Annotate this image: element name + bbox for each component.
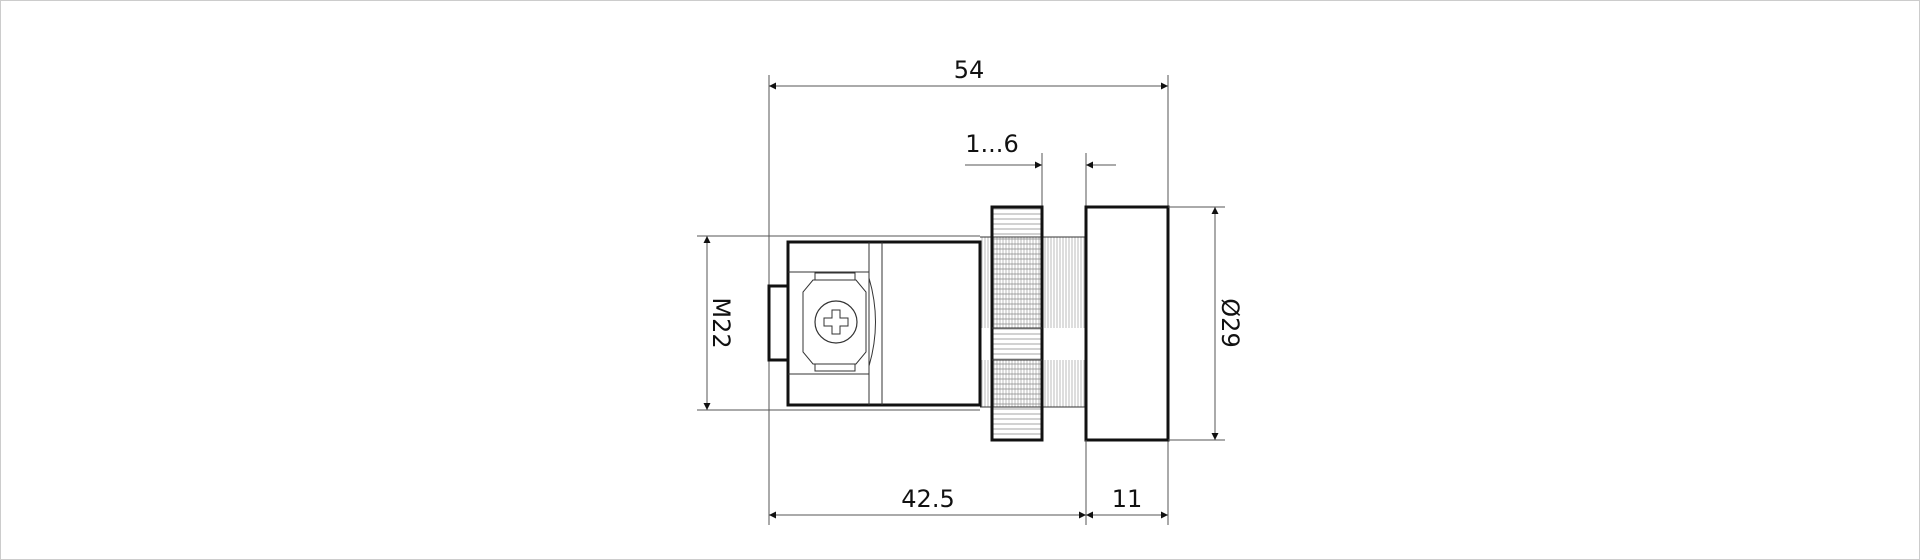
dimension-label-42-5: 42.5 xyxy=(901,485,954,513)
dimension-label-1-6: 1...6 xyxy=(965,130,1018,158)
body xyxy=(767,240,982,407)
dimension-thread: M22 xyxy=(697,235,980,411)
button-cap xyxy=(1084,205,1170,442)
knurled-nut xyxy=(990,205,1044,442)
dimension-overall-length: 54 xyxy=(768,56,1169,525)
dimension-cap-diameter: Ø29 xyxy=(1168,206,1244,441)
dimension-label-m22: M22 xyxy=(707,297,735,348)
dimension-label-d29: Ø29 xyxy=(1216,298,1244,347)
dimension-body-length: 42.5 xyxy=(769,440,1087,525)
dimension-label-11: 11 xyxy=(1112,485,1143,513)
dimension-cap-length: 11 xyxy=(1086,485,1168,519)
screw-icon xyxy=(814,300,858,344)
dimension-label-54: 54 xyxy=(954,56,985,84)
dimension-panel-thickness: 1...6 xyxy=(965,130,1116,207)
